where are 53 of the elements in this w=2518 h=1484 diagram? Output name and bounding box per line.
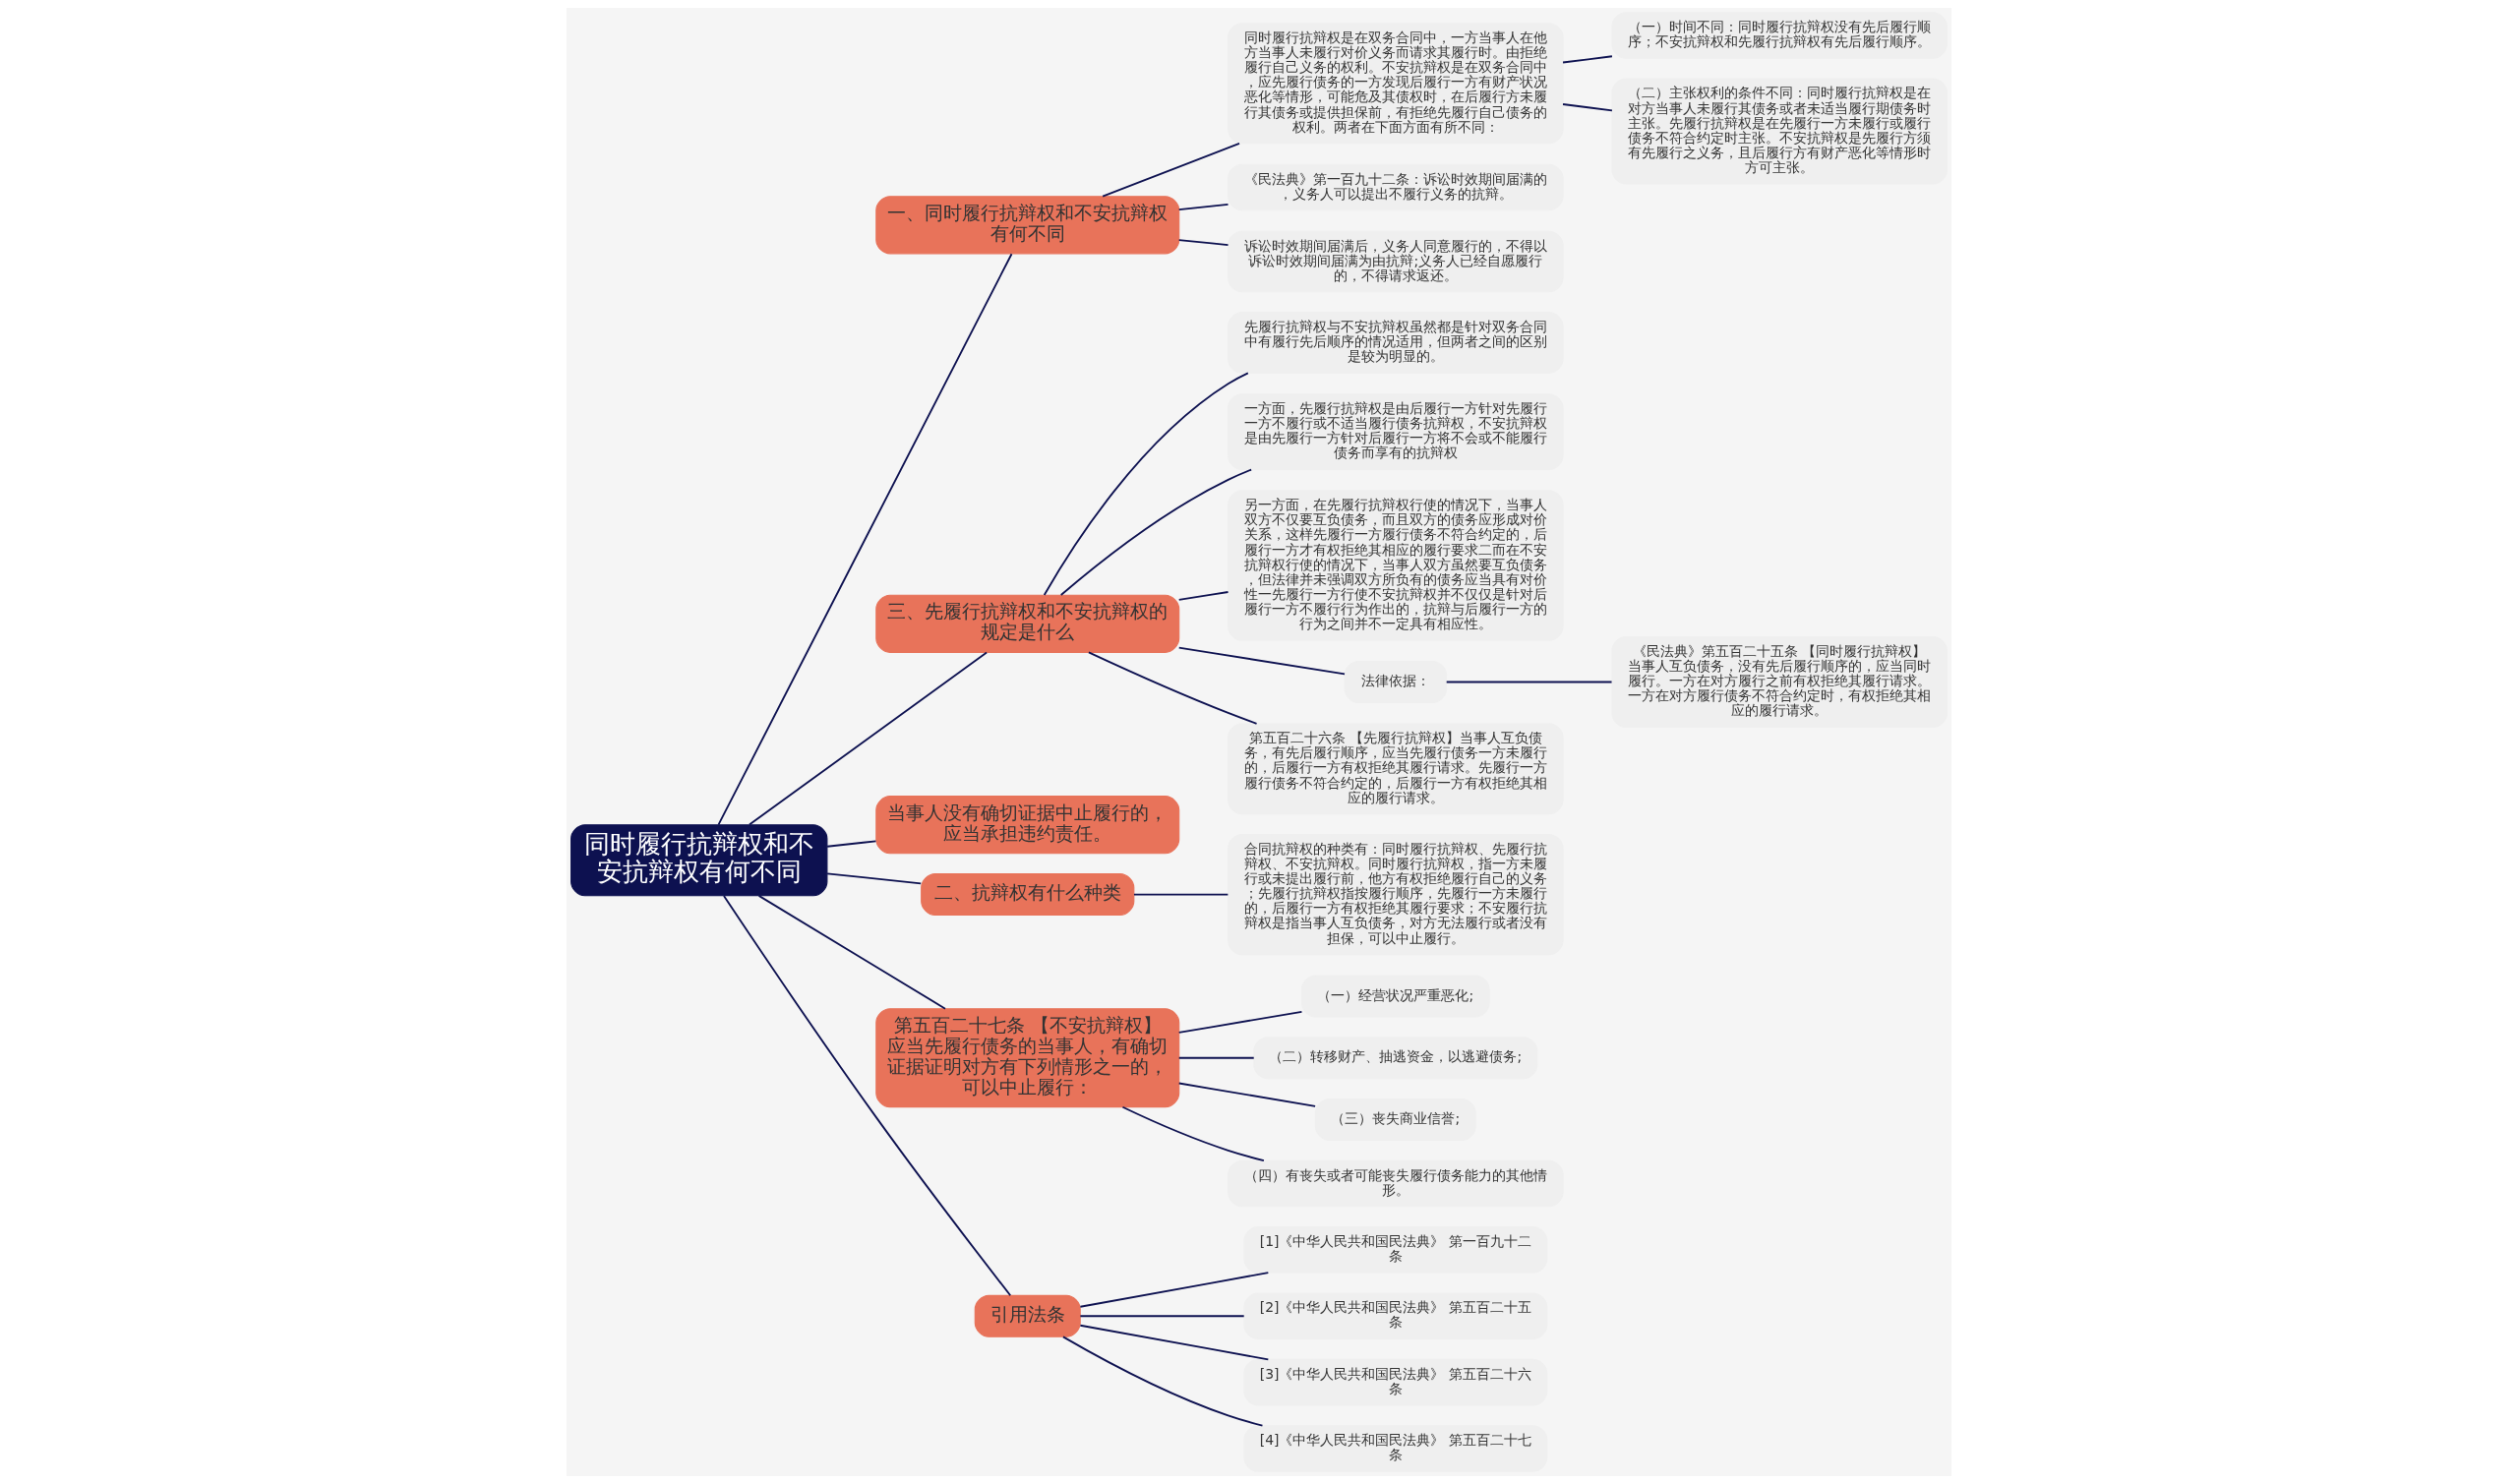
connector: [826, 872, 923, 885]
node-box: 第五百二十七条 【不安抗辩权】应当先履行债务的当事人，有确切证据证明对方有下列情形之一的，可以中止履行：: [875, 1008, 1180, 1108]
node-box: 另一方面，在先履行抗辩权行使的情况下，当事人双方不仅要互负债务，而且双方的债务应形成对价关系，这样先履行一方履行债务不符合约定的，后履行一方才有权拒绝其相应的履行要求二而在不安抗辩权行使的情况下，当事人双方虽然要互负债务，但法律并未强调双方所负有的债务应当具有对价性一先履行一方行使不安抗辩权并不仅仅是针对后履行一方不履行行为作出的，抗辩与后履行一方的行为之间并不一定具有相应性。: [1228, 490, 1564, 641]
node-box: （二）主张权利的条件不同：同时履行抗辩权是在对方当事人未履行其债务或者未适当履行期债务时主张。先履行抗辩权是在先履行一方未履行或履行债务不符合约定时主张。不安抗辩权是先履行方须有先履行之义务，且后履行方有财产恶化等情形时方可主张。: [1611, 78, 1948, 185]
connector: [1177, 591, 1229, 601]
node-box: [2]《中华人民共和国民法典》 第五百二十五条: [1243, 1292, 1548, 1340]
node-box: 《民法典》第五百二十五条 【同时履行抗辩权】当事人互负债务，没有先后履行顺序的，应当同时履行。一方在对方履行之前有权拒绝其履行请求。一方在对方履行债务不符合约定时，有权拒绝其相应的履行请求。: [1611, 636, 1948, 728]
node-box: 法律依据：: [1344, 661, 1448, 703]
node-box: 先履行抗辩权与不安抗辩权虽然都是针对双务合同中有履行先后顺序的情况适用，但两者之间的区别是较为明显的。: [1228, 312, 1564, 374]
connector: [1102, 142, 1240, 198]
node-box: [4]《中华人民共和国民法典》 第五百二十七条: [1243, 1425, 1548, 1472]
node-box: 引用法条: [974, 1294, 1081, 1337]
node-box: [1]《中华人民共和国民法典》 第一百九十二条: [1243, 1226, 1548, 1274]
connector: [1562, 55, 1613, 64]
connector: [1121, 1105, 1265, 1162]
connector: [1088, 651, 1258, 725]
node-box: 一方面，先履行抗辩权是由后履行一方针对先履行一方不履行或不适当履行债务抗辩权，不安抗辩权是由先履行一方针对后履行一方将不会或不能履行债务而享有的抗辩权: [1228, 393, 1564, 470]
connector: [757, 894, 946, 1010]
node-box: （三）丧失商业信誉;: [1314, 1098, 1476, 1141]
connector: [1133, 893, 1229, 896]
node-box: 诉讼时效期间届满后，义务人同意履行的，不得以诉讼时效期间届满为由抗辩;义务人已经自愿履行的，不得请求返还。: [1228, 230, 1564, 293]
connector: [1059, 468, 1253, 596]
node-box: （四）有丧失或者可能丧失履行债务能力的其他情形。: [1228, 1159, 1564, 1208]
connector: [1079, 1324, 1270, 1361]
connector: [723, 895, 1012, 1297]
node-box: 《民法典》第一百九十二条：诉讼时效期间届满的，义务人可以提出不履行义务的抗辩。: [1228, 163, 1564, 211]
connector: [1079, 1315, 1245, 1318]
connector: [717, 253, 1013, 826]
connector: [826, 840, 877, 848]
node-box: （二）转移财产、抽逃资金，以逃避债务;: [1253, 1037, 1538, 1080]
node-box: （一）时间不同：同时履行抗辩权没有先后履行顺序；不安抗辩权和先履行抗辩权有先后履行顺序。: [1611, 12, 1948, 59]
connector: [1043, 372, 1249, 596]
node-box: 二、抗辩权有什么种类: [921, 873, 1135, 917]
node-box: 第五百二十六条 【先履行抗辩权】当事人互负债务，有先后履行顺序，应当先履行债务一方未履行的，后履行一方有权拒绝其履行请求。先履行一方履行债务不符合约定的，后履行一方有权拒绝其相应的履行请求。: [1228, 723, 1564, 815]
connector: [1177, 1010, 1303, 1034]
connector: [1562, 103, 1613, 112]
connector: [1177, 1082, 1317, 1107]
connector: [1177, 1056, 1255, 1059]
connector: [1177, 646, 1346, 676]
node-box: （一）经营状况严重恶化;: [1301, 975, 1490, 1018]
connector: [749, 651, 989, 826]
node-box: 一、同时履行抗辩权和不安抗辩权有何不同: [875, 196, 1180, 255]
node-box: 当事人没有确切证据中止履行的，应当承担违约责任。: [875, 796, 1180, 855]
node-box: 三、先履行抗辩权和不安抗辩权的规定是什么: [875, 594, 1180, 653]
connector: [1079, 1272, 1270, 1308]
node-box: [3]《中华人民共和国民法典》 第五百二十六条: [1243, 1358, 1548, 1406]
node-box: 合同抗辩权的种类有：同时履行抗辩权、先履行抗辩权、不安抗辩权。同时履行抗辩权，指一方未履行或未提出履行前，他方有权拒绝履行自己的义务；先履行抗辩权指按履行顺序，先履行一方未履行的，后履行一方有权拒绝其履行要求；不安履行抗辩权是指当事人互负债务，对方无法履行或者没有担保，可以中止履行。: [1228, 834, 1564, 956]
node-box: 同时履行抗辩权和不安抗辩权有何不同: [570, 824, 828, 897]
connector: [1062, 1336, 1264, 1427]
node-box: 同时履行抗辩权是在双务合同中，一方当事人在他方当事人未履行对价义务而请求其履行时。由拒绝履行自己义务的权利。不安抗辩权是在双务合同中，应先履行债务的一方发现后履行一方有财产状况恶化等情形，可能危及其债权时，在后履行方未履行其债务或提供担保前，有拒绝先履行自己债务的权利。两者在下面方面有所不同：: [1228, 23, 1564, 145]
connector: [1177, 239, 1229, 246]
connector: [1445, 681, 1613, 683]
connector: [1177, 204, 1229, 210]
